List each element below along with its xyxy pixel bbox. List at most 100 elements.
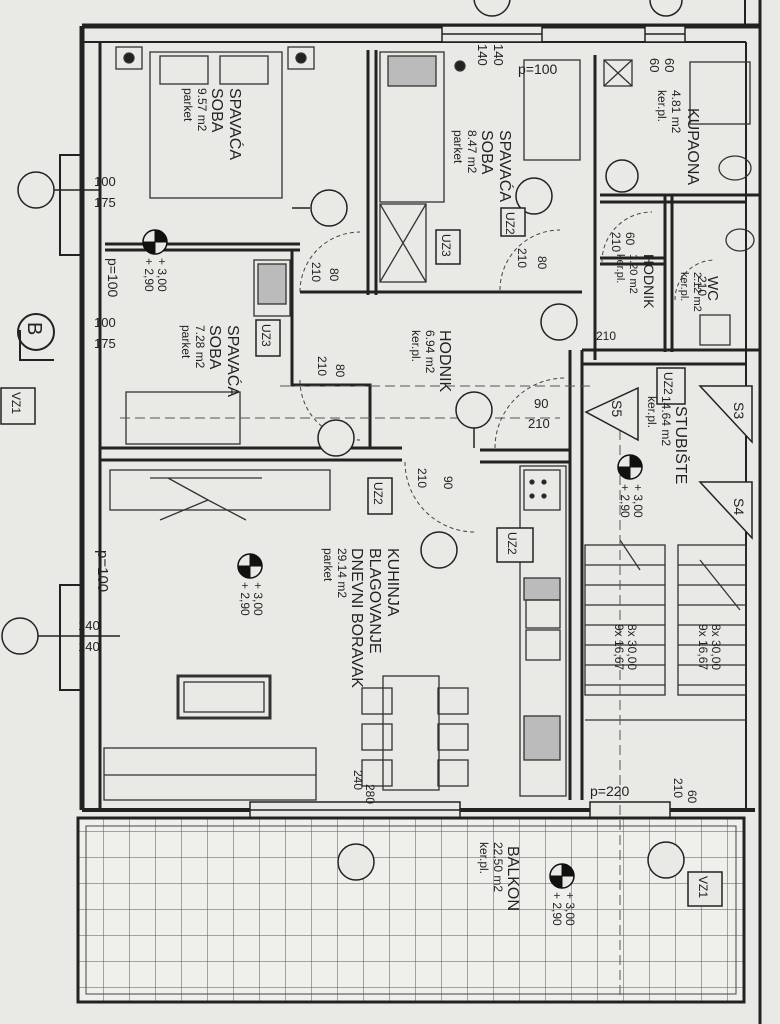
svg-text:+ 3,00: + 3,00 [251,582,265,616]
svg-text:80: 80 [535,256,549,270]
svg-text:+ 3,00: + 3,00 [155,258,169,292]
room-floor: ker.pl. [645,396,659,428]
s3-tag: S3 [731,402,747,419]
svg-text:210: 210 [596,329,616,343]
svg-text:+ 3,00: + 3,00 [631,484,645,518]
level-text-4: + 3,00 + 2,90 [550,892,577,926]
svg-text:+ 3,00: + 3,00 [563,892,577,926]
svg-text:60: 60 [623,232,637,246]
uz2-tag: UZ2 [661,372,675,395]
room-name: HODNIK [641,254,657,309]
balcony-label: BALKON 22.50 m2 ker.pl. [477,842,521,911]
room-area: 4.81 m2 [669,90,683,134]
bedroom3-label: SPAVAĆA SOBA 7.28 m2 parket [179,325,243,397]
svg-text:140: 140 [78,639,100,654]
svg-text:140: 140 [491,44,506,66]
interior-walls [100,50,760,800]
furniture [103,46,755,801]
svg-text:60: 60 [662,58,677,72]
svg-text:60: 60 [647,58,662,72]
svg-text:210: 210 [415,468,429,488]
hall-label: HODNIK 6.94 m2 ker.pl. [409,330,453,393]
room-floor: parket [179,325,193,359]
room-name: SOBA [206,325,223,370]
room-floor: parket [451,130,465,164]
svg-text:140: 140 [78,618,100,633]
room-floor: ker.pl. [409,330,423,362]
level-text-2: + 3,00 + 2,90 [618,484,645,518]
svg-text:240: 240 [351,770,365,790]
svg-text:210: 210 [609,232,623,252]
windows [249,25,686,819]
room-name: SOBA [478,130,495,175]
room-name: SPAVAĆA [226,88,245,160]
room-floor: ker.pl. [614,254,626,283]
room-name: BALKON [504,846,521,911]
room-name: KUPAONA [684,108,701,185]
section-marker [17,313,55,361]
bathroom-label: KUPAONA 4.81 m2 ker.pl. [655,90,701,185]
wc-label: WC 2.12 m2 ker.pl. [678,272,721,312]
room-name: WC [704,276,721,301]
tag-boxes [0,207,753,907]
svg-text:175: 175 [94,336,116,351]
svg-text:140: 140 [475,44,490,66]
grid-axis-markers [1,0,685,881]
svg-text:+ 2,90: + 2,90 [550,892,564,926]
level-text-3: + 3,00 + 2,90 [238,582,265,616]
hall-small-label: HODNIK 1.20 m2 ker.pl. [614,254,657,309]
room-area: 1.20 m2 [627,254,639,294]
room-area: 14.64 m2 [659,396,673,446]
room-area: 8.47 m2 [465,130,479,174]
room-name: KUHINJA [384,548,401,617]
level-text-1: + 3,00 + 2,90 [142,258,169,292]
svg-text:210: 210 [528,416,550,431]
svg-text:+ 2,90: + 2,90 [618,484,632,518]
balcony [76,816,746,1004]
section-tag: B [23,322,45,335]
uz2-tag: UZ2 [503,212,517,235]
svg-text:90: 90 [534,396,548,411]
room-area: 9.57 m2 [195,88,209,132]
svg-text:9x 16,67: 9x 16,67 [612,624,626,670]
vz1-tag: VZ1 [696,876,710,898]
svg-text:210: 210 [695,276,709,296]
room-name: STUBIŠTE [672,406,691,484]
svg-text:+ 2,90: + 2,90 [238,582,252,616]
vz1-tag: VZ1 [9,392,23,414]
room-name: SPAVAĆA [224,325,243,397]
room-area: 2.12 m2 [691,272,703,312]
room-floor: ker.pl. [655,90,669,122]
dimension-texts: 100 175 100 175 140 140 140 140 p=100 60… [78,44,709,804]
svg-text:100: 100 [94,315,116,330]
room-floor: ker.pl. [678,272,690,301]
svg-text:p=220: p=220 [590,783,630,799]
svg-text:p=100: p=100 [94,550,111,592]
uz2-tag: UZ2 [371,482,385,505]
room-floor: parket [321,548,335,582]
room-area: 7.28 m2 [193,325,207,369]
room-name: DNEVNI BORAVAK [348,548,365,688]
room-floor: ker.pl. [477,842,491,874]
svg-text:60: 60 [685,790,699,804]
room-area: 22.50 m2 [491,842,505,892]
level-markers [142,229,643,889]
svg-text:80: 80 [327,268,341,282]
svg-text:+ 2,90: + 2,90 [142,258,156,292]
bedroom1-label: SPAVAĆA SOBA 9.57 m2 parket [181,88,245,160]
svg-text:210: 210 [309,262,323,282]
stairs-label: STUBIŠTE 14.64 m2 ker.pl. [645,396,691,484]
stair-run-1: 8x 30,00 9x 16,67 [612,624,639,670]
svg-text:p=100: p=100 [518,61,558,77]
room-name: SPAVAĆA [496,130,515,202]
svg-text:210: 210 [515,248,529,268]
uz3-tag: UZ3 [259,324,273,347]
room-area: 29.14 m2 [335,548,349,598]
bedroom2-label: SPAVAĆA SOBA 8.47 m2 parket [451,130,515,202]
svg-text:210: 210 [315,356,329,376]
svg-text:100: 100 [94,174,116,189]
uz3-tag: UZ3 [439,234,453,257]
svg-text:9x 16,67: 9x 16,67 [696,624,710,670]
svg-text:80: 80 [333,364,347,378]
